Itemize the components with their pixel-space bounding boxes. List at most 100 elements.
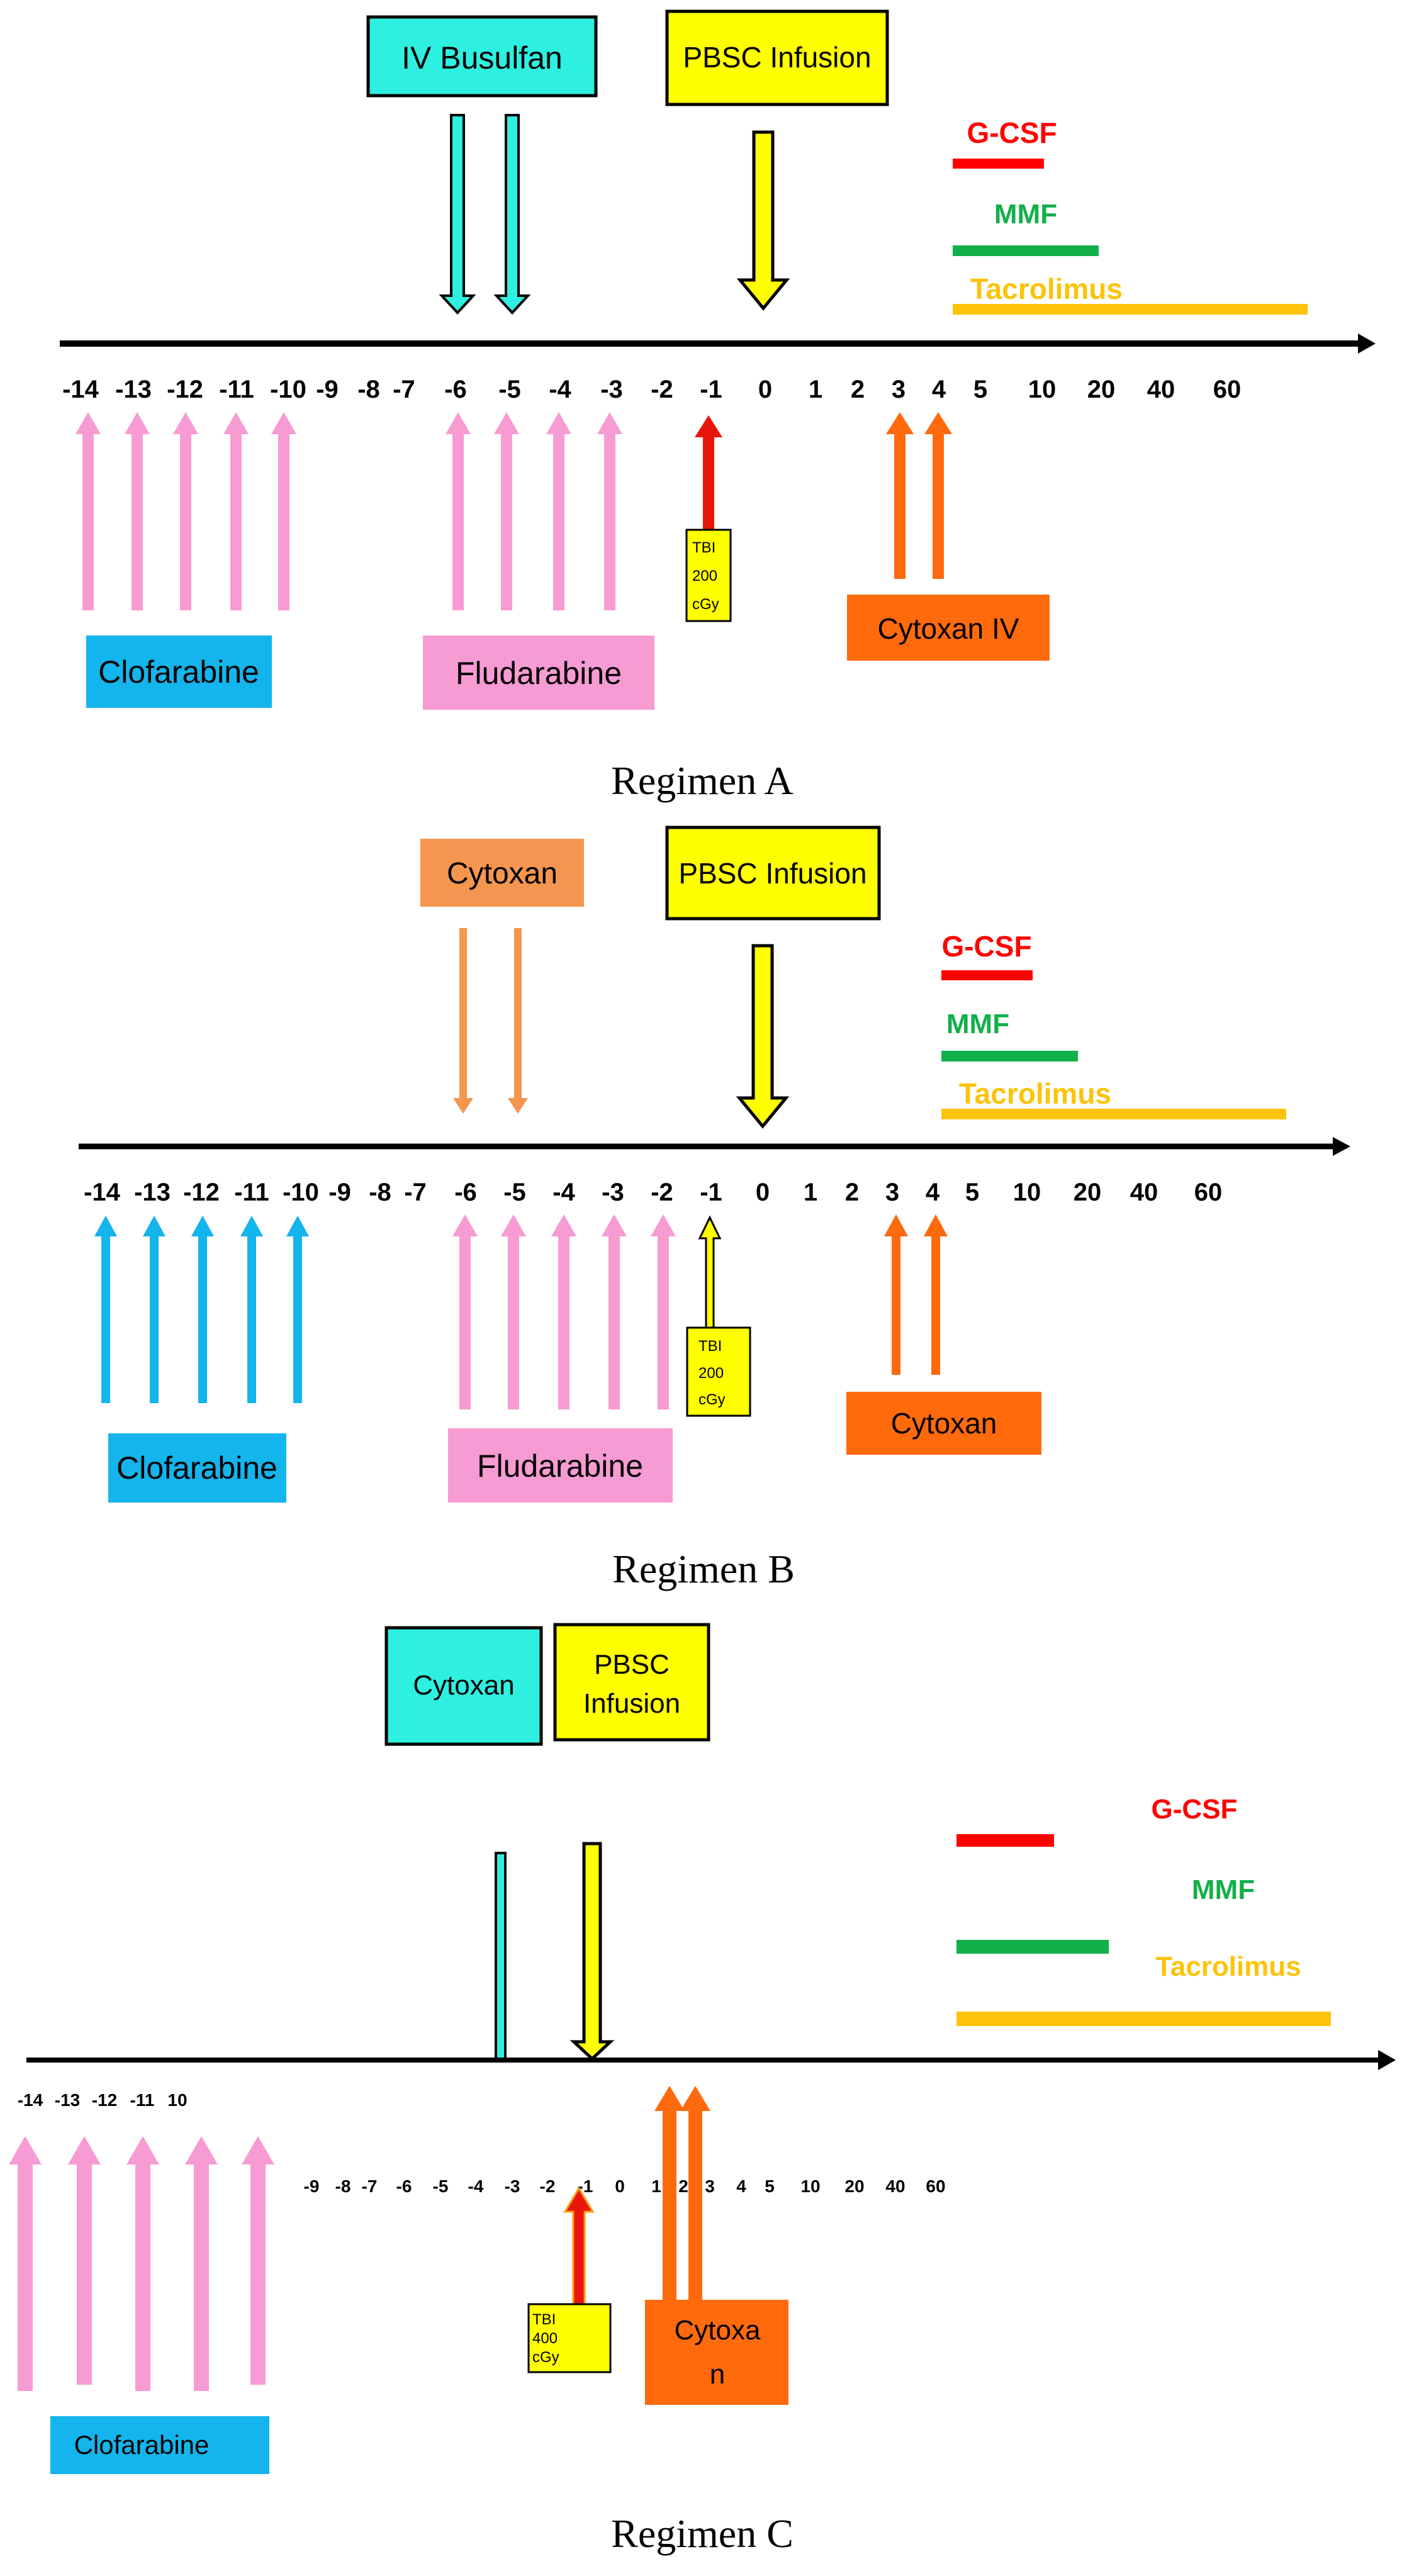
tick-label: -12 (183, 1179, 220, 1206)
fludarabine-arrows (452, 1214, 676, 1409)
timeline-axis-head (1358, 333, 1376, 354)
tick-label: 0 (756, 1179, 770, 1206)
mmf-label: MMF (1192, 1874, 1255, 1905)
tick-label: -11 (130, 2090, 155, 2110)
tick-label: -9 (328, 1179, 351, 1206)
busulfan-arrow-2 (493, 114, 531, 315)
cytoxan-arrows (884, 1214, 948, 1375)
mmf-bar (956, 1940, 1109, 1954)
cytoxan-box-bottom (645, 2300, 788, 2405)
tbi-arrow (698, 1215, 722, 1330)
tick-label: -8 (369, 1179, 391, 1206)
tick-label: 0 (615, 2176, 625, 2196)
up-arrow (191, 1216, 214, 1403)
fludarabine-label: Fludarabine (456, 656, 622, 691)
tacrolimus-bar (956, 2012, 1331, 2026)
pbsc-arrow (736, 130, 790, 311)
timeline-axis-head (1378, 2050, 1396, 2070)
tick-label: 1 (804, 1179, 817, 1206)
tick-label: 4 (926, 1179, 940, 1206)
regimen-c: Cytoxan PBSC Infusion G-CSF MMF Tacrolim… (9, 1623, 1396, 2556)
up-arrow (286, 1216, 309, 1403)
tick-label: 10 (1013, 1179, 1041, 1206)
busulfan-arrow-1 (439, 114, 476, 315)
tick-label: 3 (705, 2176, 715, 2196)
tick-label: -11 (234, 1179, 269, 1206)
tick-label: -13 (55, 2090, 80, 2110)
up-arrow (551, 1214, 576, 1409)
up-arrow (242, 2136, 274, 2385)
cytoxan-box-bottom (846, 1392, 1041, 1455)
clofarabine-label: Clofarabine (74, 2430, 210, 2460)
tick-label: -13 (134, 1179, 171, 1206)
regimen-caption: Regimen A (611, 758, 794, 803)
up-arrow (924, 1214, 948, 1375)
pbsc-infusion-label: PBSC Infusion (678, 857, 866, 890)
up-arrow (651, 1214, 676, 1409)
up-arrow (494, 412, 519, 610)
gcsf-label: G-CSF (1152, 1794, 1238, 1825)
down-arrow (453, 928, 473, 1114)
tick-label: -6 (396, 2176, 412, 2196)
clofarabine-box (108, 1433, 286, 1503)
mmf-label: MMF (946, 1009, 1009, 1039)
infusion-label: Infusion (583, 1688, 680, 1719)
tick-label: -3 (505, 2176, 520, 2196)
up-arrow (68, 2136, 101, 2385)
tick-label: 1 (651, 2176, 661, 2196)
up-arrow (76, 412, 101, 610)
cytoxan-iv-arrows (886, 412, 952, 579)
up-arrow (125, 412, 150, 610)
tick-label: 60 (1213, 376, 1242, 403)
tick-label: -4 (549, 376, 571, 403)
tick-label: 60 (926, 2176, 945, 2196)
up-arrow (185, 2136, 218, 2391)
regimen-a: IV Busulfan PBSC Infusion G-CSF MMF Tacr… (60, 9, 1376, 803)
tbi-arrow (695, 415, 722, 532)
tick-label: 5 (965, 1179, 979, 1206)
up-arrow (143, 1216, 165, 1403)
cytoxan-down-arrow (495, 1852, 507, 2061)
tbi-dose: 200 (692, 568, 717, 585)
tacrolimus-label: Tacrolimus (1155, 1951, 1301, 1982)
tick-label: 0 (758, 376, 772, 403)
gcsf-bar (941, 970, 1033, 980)
tbi-box (685, 529, 732, 622)
tacrolimus-bar (941, 1109, 1286, 1119)
fludarabine-label: Fludarabine (477, 1448, 643, 1484)
tick-label: 10 (800, 2176, 820, 2196)
tick-label: 40 (1147, 376, 1175, 403)
up-arrow (501, 1214, 526, 1409)
tacrolimus-label: Tacrolimus (970, 272, 1123, 305)
tick-label: 4 (736, 2176, 746, 2196)
cytoxan-label-bottom: Cytoxan (891, 1407, 997, 1440)
up-arrow (680, 2086, 710, 2306)
up-arrow (597, 412, 622, 610)
tick-label: -5 (498, 376, 521, 403)
cytoxan-label-line-2: n (710, 2359, 725, 2390)
up-arrow (126, 2136, 159, 2391)
tbi-label: TBI (698, 1338, 722, 1355)
tick-label: -14 (62, 376, 99, 403)
cytoxan-label: Cytoxan (413, 1670, 514, 1701)
clofarabine-box (86, 636, 272, 708)
tacrolimus-bar (953, 304, 1308, 315)
tick-labels: -14 -13 -12 -11 -10 -9 -8 -7 -6 -5 -4 -3… (62, 376, 1241, 403)
tick-label: 10 (167, 2090, 187, 2110)
fludarabine-arrows (446, 412, 622, 610)
tick-label: -6 (454, 1179, 477, 1206)
pbsc-infusion-box (553, 1623, 710, 1742)
tick-label: 4 (932, 376, 946, 403)
up-arrow (602, 1214, 627, 1409)
pbsc-arrow (736, 944, 790, 1129)
tick-label: -13 (115, 376, 152, 403)
tbi-unit: cGy (698, 1391, 726, 1408)
fludarabine-box (423, 636, 654, 710)
tick-label: 3 (885, 1179, 899, 1206)
tick-label: -4 (468, 2176, 484, 2196)
tbi-box (527, 2303, 612, 2373)
tick-label: -1 (700, 376, 722, 403)
mmf-bar (953, 245, 1099, 256)
up-arrow (271, 412, 296, 610)
